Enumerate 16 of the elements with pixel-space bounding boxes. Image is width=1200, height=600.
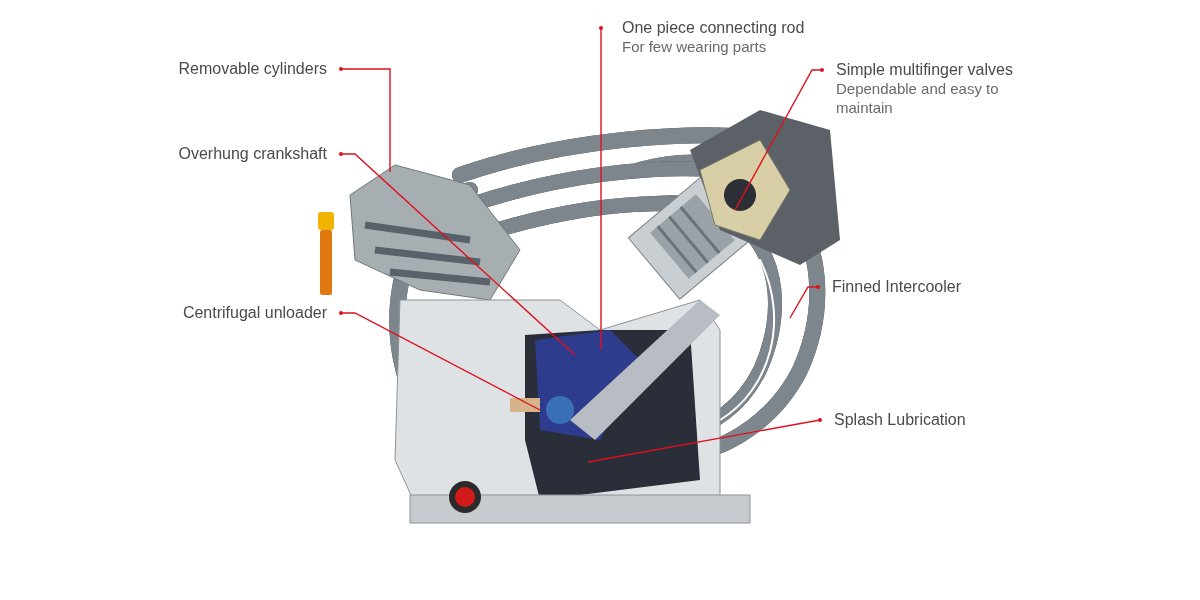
part-label: One piece connecting rod bbox=[622, 18, 805, 37]
part-label: Splash Lubrication bbox=[834, 410, 966, 429]
part-description: For few wearing parts bbox=[622, 37, 767, 56]
leader-line bbox=[587, 418, 822, 463]
part-label: Simple multifinger valves bbox=[836, 60, 1013, 79]
leader-line bbox=[599, 26, 603, 351]
leader-line bbox=[734, 68, 824, 211]
part-label: Overhung crankshaft bbox=[178, 144, 327, 163]
part-label: Removable cylinders bbox=[178, 59, 327, 78]
part-label: Centrifugal unloader bbox=[182, 303, 327, 322]
leader-line bbox=[339, 67, 391, 173]
part-description: Dependable and easy to maintain bbox=[836, 79, 1000, 117]
leader-line bbox=[339, 311, 541, 411]
part-label: Finned Intercooler bbox=[832, 277, 961, 296]
leader-line bbox=[339, 152, 576, 356]
leader-line bbox=[789, 285, 820, 319]
